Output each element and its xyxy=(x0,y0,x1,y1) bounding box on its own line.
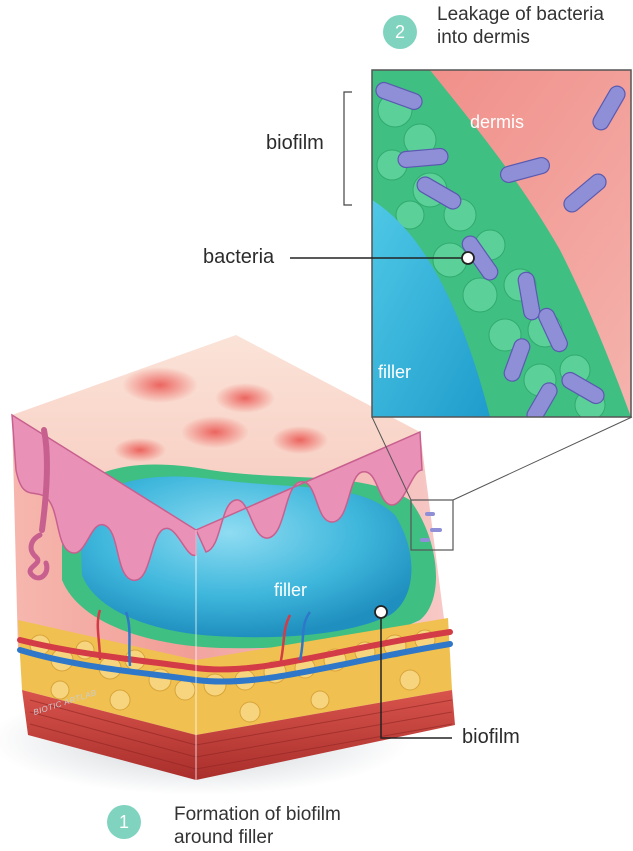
bacteria-label: bacteria xyxy=(203,246,274,269)
inflammation-spot xyxy=(122,367,198,403)
filler-label-inset: filler xyxy=(378,362,411,383)
inflammation-spot xyxy=(114,438,166,462)
inflammation-spot xyxy=(272,426,328,454)
biofilm-pointer-dot xyxy=(375,606,387,618)
zoom-connector-top xyxy=(453,417,632,500)
biofilm-label-bottom: biofilm xyxy=(462,726,520,749)
step-2-line-2: into dermis xyxy=(437,27,530,49)
step-1-line-2: around filler xyxy=(174,827,273,849)
inflammation-spot xyxy=(181,416,249,448)
bacteria-pointer-dot xyxy=(462,252,474,264)
biofilm-label-top: biofilm xyxy=(266,132,324,155)
dermis-label: dermis xyxy=(470,112,524,133)
step-1-line-1: Formation of biofilm xyxy=(174,804,341,826)
step-2-badge: 2 xyxy=(383,15,417,49)
step-1-badge: 1 xyxy=(107,805,141,839)
filler-label-main: filler xyxy=(274,580,307,601)
biofilm-bracket xyxy=(344,92,352,205)
inflammation-spot xyxy=(215,383,275,413)
step-2-line-1: Leakage of bacteria xyxy=(437,4,604,26)
